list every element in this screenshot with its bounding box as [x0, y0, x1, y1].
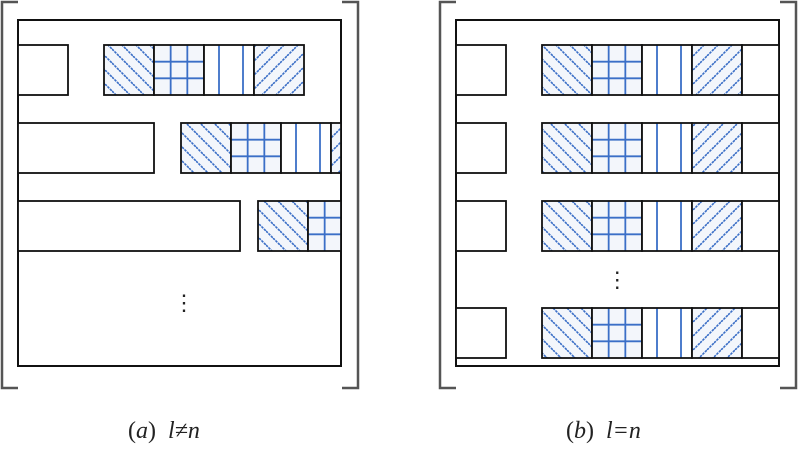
matrix-row [455, 307, 780, 359]
left-bracket [0, 0, 18, 390]
matrix-row [17, 44, 305, 96]
empty-cell [741, 122, 780, 174]
panel-a: ⋮ [0, 0, 360, 390]
block-grid [591, 122, 643, 174]
block-diagonal-down [541, 200, 593, 252]
empty-cell [741, 44, 780, 96]
caption-b-label: b [574, 418, 586, 444]
block-diagonal-down [541, 122, 593, 174]
block-vertical-lines [641, 200, 693, 252]
matrix-frame [455, 19, 780, 367]
block-diagonal-down [541, 44, 593, 96]
block-grid [591, 200, 643, 252]
block-diagonal-up [691, 44, 743, 96]
block-vertical-lines [641, 307, 693, 359]
block-vertical-lines [641, 122, 693, 174]
caption-b: (b) l=n [566, 418, 641, 444]
right-bracket [780, 0, 798, 390]
empty-cell [741, 200, 780, 252]
block-diagonal-down [103, 44, 155, 96]
block-grid [591, 44, 643, 96]
block-vertical-lines [203, 44, 255, 96]
matrix-row [17, 122, 342, 174]
empty-cell [17, 122, 155, 174]
block-grid [307, 200, 342, 252]
empty-cell [455, 44, 507, 96]
caption-b-math: l=n [606, 418, 641, 444]
rows-b: ⋮ [455, 44, 780, 359]
block-diagonal-up [330, 122, 342, 174]
block-diagonal-up [253, 44, 305, 96]
right-bracket [342, 0, 360, 390]
rows-a: ⋮ [17, 44, 342, 315]
block-diagonal-up [691, 200, 743, 252]
block-vertical-lines [641, 44, 693, 96]
empty-cell [455, 200, 507, 252]
empty-cell [17, 44, 69, 96]
block-grid [230, 122, 282, 174]
matrix-row [455, 44, 780, 96]
ellipsis: ⋮ [606, 267, 628, 292]
block-diagonal-up [691, 307, 743, 359]
matrix-row [17, 200, 342, 252]
empty-cell [741, 307, 780, 359]
matrix-frame [17, 19, 342, 367]
block-diagonal-down [541, 307, 593, 359]
empty-cell [455, 122, 507, 174]
panel-b: ⋮ [438, 0, 798, 390]
caption-a-label: a [136, 418, 148, 444]
empty-cell [17, 200, 241, 252]
empty-cell [455, 307, 507, 359]
left-bracket [438, 0, 456, 390]
block-grid [591, 307, 643, 359]
block-diagonal-down [257, 200, 309, 252]
block-diagonal-up [691, 122, 743, 174]
block-vertical-lines [280, 122, 332, 174]
ellipsis: ⋮ [173, 290, 195, 315]
matrix-row [455, 200, 780, 252]
caption-a-math: l≠n [168, 418, 200, 444]
block-diagonal-down [180, 122, 232, 174]
block-grid [153, 44, 205, 96]
caption-a: (a) l≠n [128, 418, 200, 444]
matrix-row [455, 122, 780, 174]
